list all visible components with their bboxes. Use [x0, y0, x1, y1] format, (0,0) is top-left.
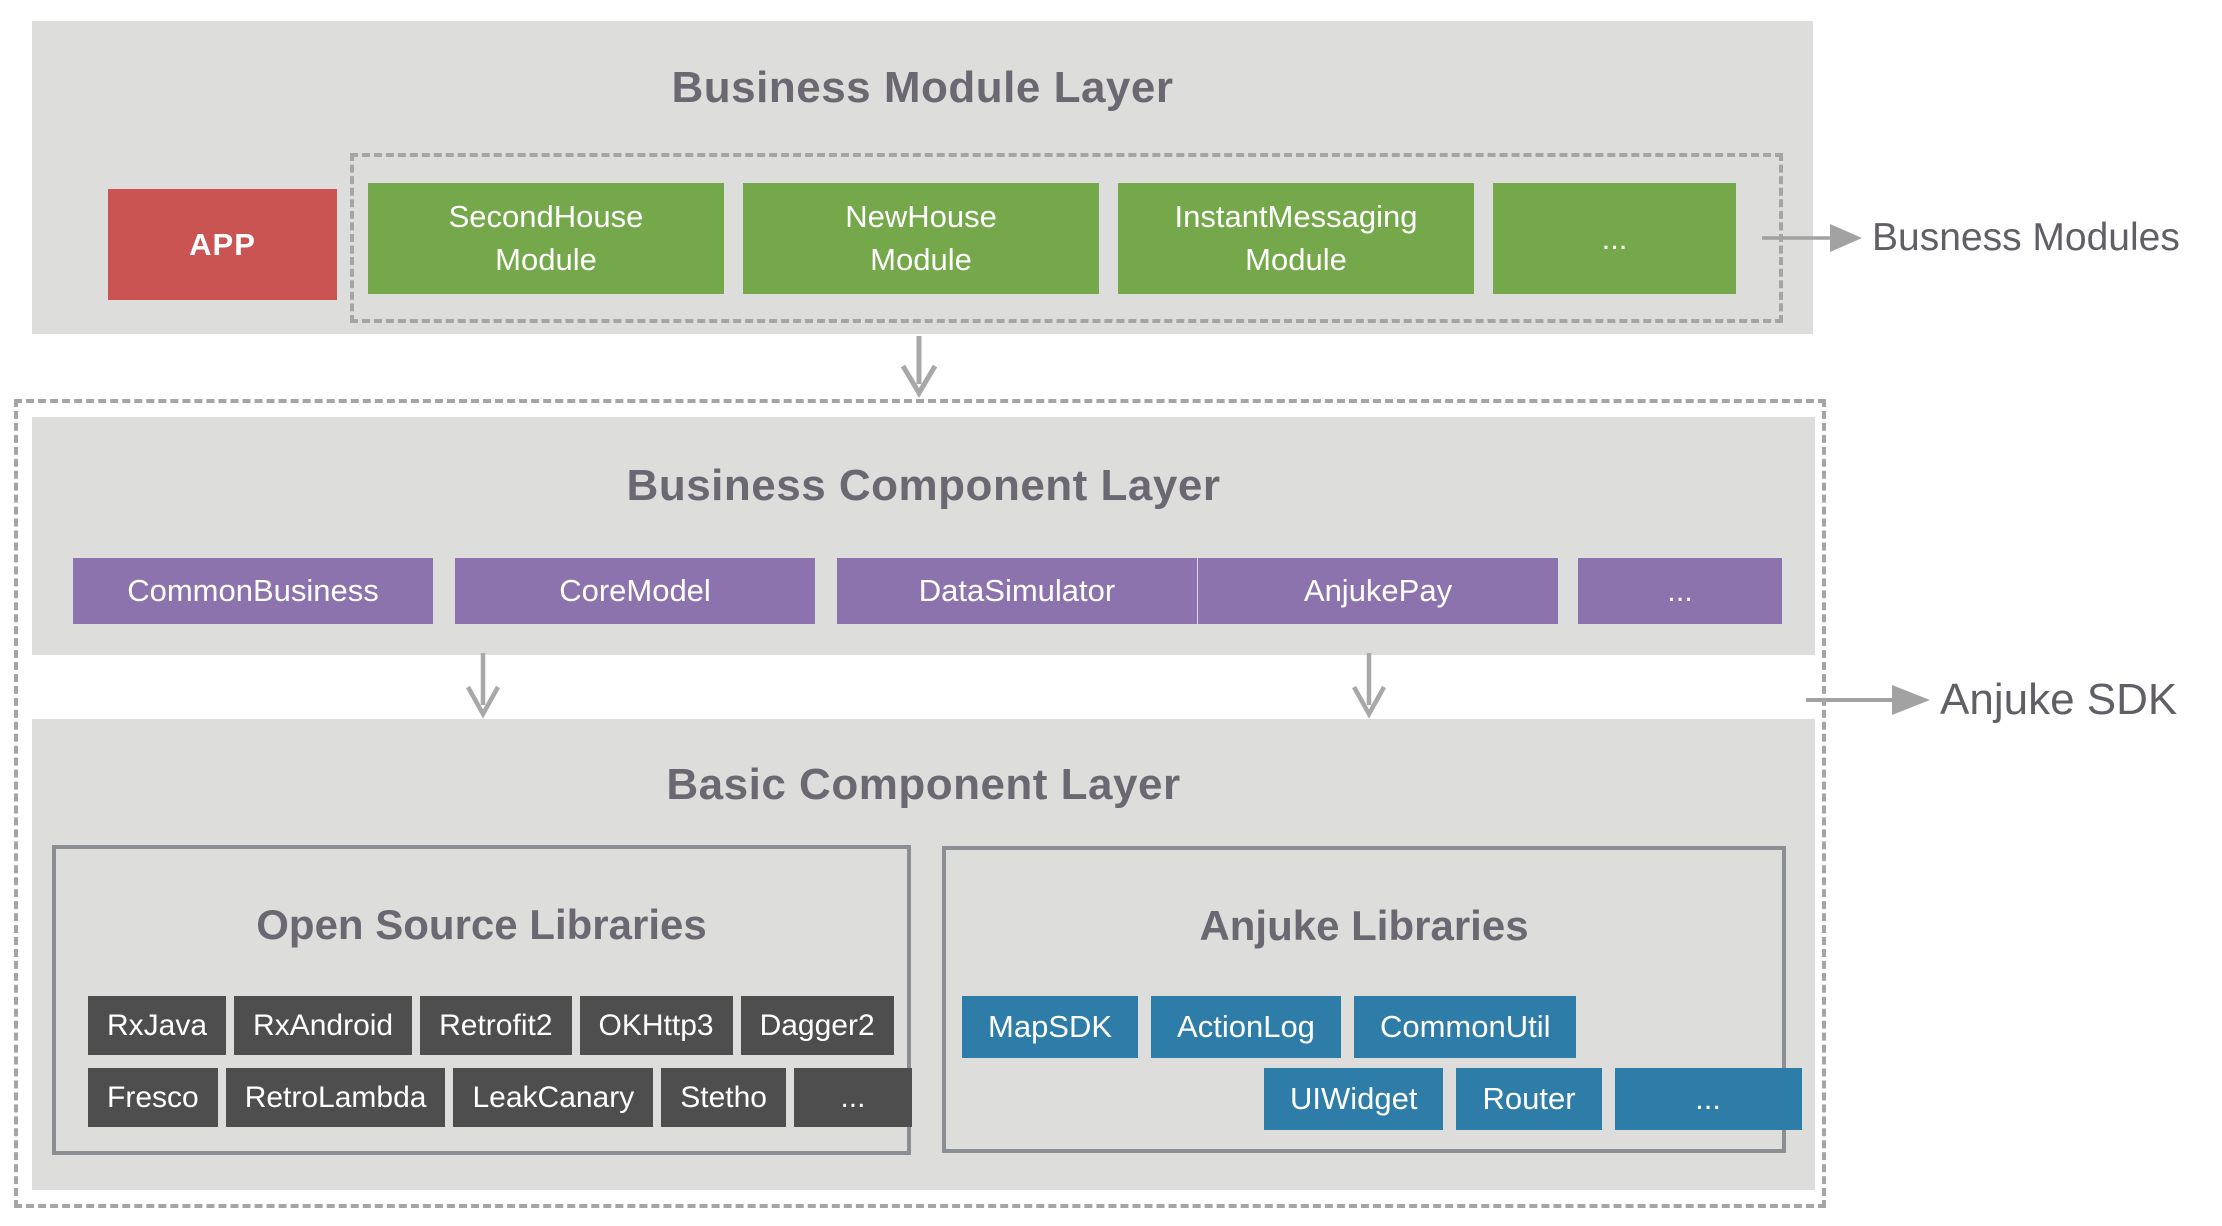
lib-label: Dagger2	[759, 1008, 875, 1042]
lib-label: Stetho	[680, 1080, 767, 1114]
lib-label: RxJava	[107, 1008, 208, 1042]
lib-label: Router	[1482, 1081, 1576, 1116]
down-arrow-icon	[1352, 653, 1386, 719]
module-label-line1: SecondHouse	[448, 199, 644, 234]
lib-stetho: Stetho	[661, 1068, 786, 1127]
lib-label: RetroLambda	[244, 1080, 427, 1114]
component-datasimulator: DataSimulator	[837, 558, 1197, 624]
component-label: DataSimulator	[918, 573, 1116, 608]
business-modules-arrow-icon	[1762, 224, 1862, 252]
module-label-line2: Module	[1245, 242, 1347, 277]
lib-uiwidget: UIWidget	[1264, 1068, 1444, 1130]
down-arrow-icon	[466, 653, 500, 719]
component-label: CommonBusiness	[127, 573, 379, 608]
lib-commonutil: CommonUtil	[1353, 996, 1577, 1058]
component-ellipsis: ...	[1578, 558, 1782, 624]
business-component-layer-title: Business Component Layer	[626, 461, 1221, 510]
lib-actionlog: ActionLog	[1151, 996, 1341, 1058]
lib-label: Fresco	[107, 1080, 199, 1114]
open-source-libraries-title: Open Source Libraries	[256, 901, 707, 948]
lib-label: OKHttp3	[598, 1008, 714, 1042]
lib-label: ActionLog	[1177, 1009, 1315, 1044]
module-instantmessaging: InstantMessaging Module	[1118, 182, 1474, 294]
business-component-layer-panel: Business Component Layer CommonBusiness …	[32, 417, 1815, 655]
component-coremodel: CoreModel	[455, 558, 815, 624]
basic-component-layer-panel: Basic Component Layer Open Source Librar…	[32, 719, 1815, 1190]
lib-dagger2: Dagger2	[740, 996, 894, 1055]
business-module-layer-title: Business Module Layer	[671, 63, 1174, 112]
lib-label: LeakCanary	[472, 1080, 635, 1114]
module-label-line2: Module	[495, 242, 597, 277]
lib-label: UIWidget	[1290, 1081, 1418, 1116]
app-box: APP	[108, 189, 337, 300]
anjuke-row-1: MapSDK ActionLog CommonUtil	[962, 996, 1577, 1058]
lib-ellipsis: ...	[1614, 1068, 1802, 1130]
lib-label: Retrofit2	[439, 1008, 553, 1042]
anjuke-libraries-group: Anjuke Libraries MapSDK ActionLog Common…	[942, 846, 1802, 1153]
module-newhouse: NewHouse Module	[743, 182, 1099, 294]
open-source-row-2: Fresco RetroLambda LeakCanary Stetho ...	[88, 1068, 912, 1127]
lib-rxjava: RxJava	[88, 996, 227, 1055]
basic-component-layer-title: Basic Component Layer	[666, 760, 1181, 809]
module-label-line1: InstantMessaging	[1174, 199, 1418, 234]
component-label: CoreModel	[559, 573, 711, 608]
anjuke-libraries-title: Anjuke Libraries	[1199, 902, 1529, 949]
business-module-layer-panel: Business Module Layer APP SecondHouse Mo…	[32, 21, 1813, 334]
lib-router: Router	[1456, 1068, 1602, 1130]
module-secondhouse: SecondHouse Module	[368, 182, 724, 294]
lib-label: MapSDK	[988, 1009, 1113, 1044]
anjuke-sdk-dashed-group	[14, 399, 1826, 1208]
component-label: AnjukePay	[1303, 573, 1453, 608]
module-label-line2: Module	[870, 242, 972, 277]
lib-rxandroid: RxAndroid	[234, 996, 413, 1055]
business-modules-dashed-group: SecondHouse Module NewHouse Module Insta…	[350, 153, 1783, 323]
lib-ellipsis: ...	[793, 1068, 912, 1127]
component-commonbusiness: CommonBusiness	[73, 558, 433, 624]
lib-leakcanary: LeakCanary	[453, 1068, 654, 1127]
lib-fresco: Fresco	[88, 1068, 218, 1127]
anjuke-sdk-annotation: Anjuke SDK	[1940, 675, 2178, 724]
component-label: ...	[1667, 573, 1693, 608]
business-modules-annotation: Busness Modules	[1872, 216, 2180, 259]
lib-label: RxAndroid	[253, 1008, 394, 1042]
anjuke-sdk-arrow-icon	[1806, 685, 1930, 715]
module-label-line1: NewHouse	[845, 199, 997, 234]
lib-label: CommonUtil	[1379, 1009, 1551, 1044]
app-label: APP	[189, 226, 256, 262]
down-arrow-icon	[900, 336, 938, 398]
lib-label: ...	[1695, 1081, 1721, 1116]
lib-label: ...	[840, 1080, 866, 1114]
lib-retrofit2: Retrofit2	[420, 996, 572, 1055]
module-ellipsis: ...	[1493, 182, 1736, 294]
lib-mapsdk: MapSDK	[962, 996, 1139, 1058]
component-anjukepay: AnjukePay	[1198, 558, 1558, 624]
anjuke-row-2: UIWidget Router ...	[1264, 1068, 1802, 1130]
lib-okhttp3: OKHttp3	[579, 996, 733, 1055]
open-source-row-1: RxJava RxAndroid Retrofit2 OKHttp3 Dagge…	[88, 996, 894, 1055]
open-source-libraries-group: Open Source Libraries RxJava RxAndroid R…	[52, 845, 912, 1155]
module-label-line1: ...	[1601, 220, 1628, 256]
lib-retrolambda: RetroLambda	[225, 1068, 446, 1127]
